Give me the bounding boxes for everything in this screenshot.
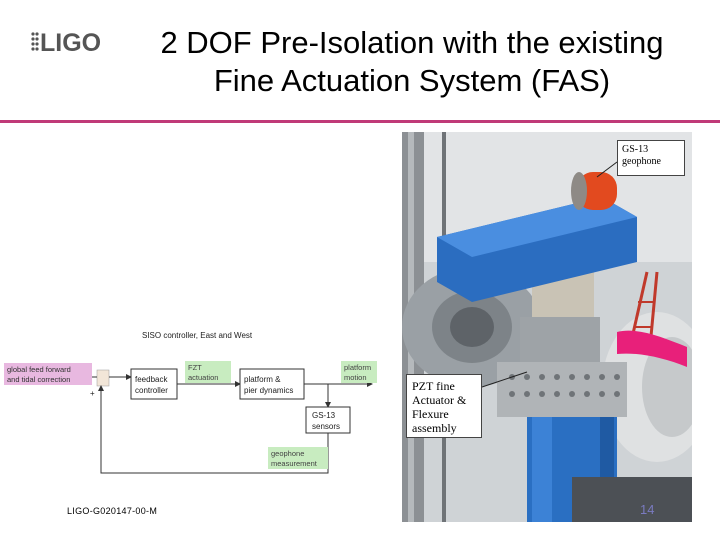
sum-sign: + [90, 389, 95, 398]
gs13-callout-line2: geophone [622, 156, 661, 167]
document-id: LIGO-G020147-00-M [67, 506, 158, 516]
pzt-callout-line1: PZT fine [412, 379, 455, 393]
gs13-line2: sensors [312, 422, 340, 431]
input-label-box [4, 363, 92, 385]
page-number: 14 [640, 502, 655, 517]
title-line-1: 2 DOF Pre-Isolation with the existing [160, 25, 664, 60]
feedback-line2: controller [135, 386, 168, 395]
hardware-photo [402, 132, 692, 522]
input-label-line1: global feed forward [7, 365, 71, 374]
fzt-line2: actuation [188, 373, 218, 382]
motion-line1: platform [344, 363, 371, 372]
fzt-line1: FZT [188, 363, 202, 372]
logo-text: LIGO [40, 29, 101, 57]
ligo-logo: LIGO [31, 29, 101, 57]
pzt-callout-line2: Actuator & [412, 393, 467, 407]
feedback-controller-block [130, 368, 178, 400]
gs13-geophone-callout: GS-13 geophone [617, 140, 685, 176]
gs13-line1: GS-13 [312, 411, 336, 420]
title-divider [0, 120, 720, 123]
summing-junction [96, 369, 110, 387]
pzt-actuator-callout: PZT fine Actuator & Flexure assembly [406, 374, 482, 438]
diagram-caption: SISO controller, East and West [142, 331, 253, 340]
slide-title: 2 DOF Pre-Isolation with the existing Fi… [112, 24, 712, 100]
motion-label-box [341, 361, 377, 383]
title-line-2: Fine Actuation System (FAS) [213, 63, 611, 98]
fzt-label-box [185, 361, 231, 383]
input-label-line2: and tidal correction [7, 375, 70, 384]
pzt-callout-line3: Flexure [412, 407, 449, 421]
gs13-callout-line1: GS-13 [622, 144, 649, 155]
geo-line2: measurement [271, 459, 318, 468]
geo-line1: geophone [271, 449, 304, 458]
platform-line1: platform & [244, 375, 281, 384]
feedback-line1: feedback [135, 375, 168, 384]
motion-line2: motion [344, 373, 367, 382]
platform-line2: pier dynamics [244, 386, 293, 395]
geophone-label-box [268, 447, 328, 469]
platform-dynamics-block [239, 368, 305, 400]
control-block-diagram: SISO controller, East and West global fe… [4, 331, 377, 474]
pzt-callout-line4: assembly [412, 421, 457, 435]
